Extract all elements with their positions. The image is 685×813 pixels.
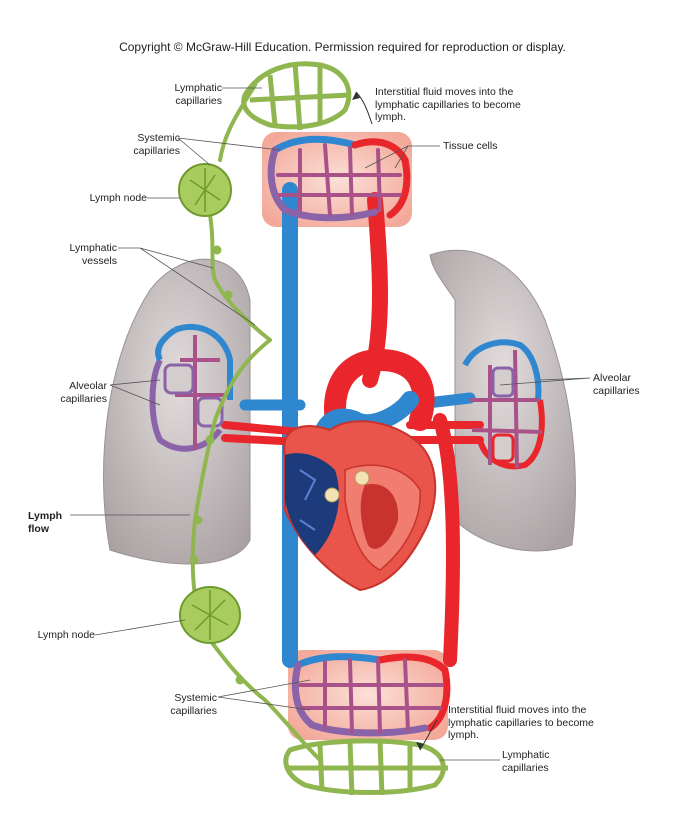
- leader-lines: [70, 87, 591, 761]
- flow-arrow-top: [355, 91, 373, 125]
- label-lymph-flow: Lymph flow: [28, 510, 63, 535]
- right-alveolar-capillaries: [462, 339, 545, 470]
- label-lymph-node-top: Lymph node: [89, 192, 147, 204]
- label-lymphatic-capillaries-top: Lymphatic capillaries: [174, 82, 222, 107]
- label-alveolar-capillaries-left: Alveolar capillaries: [60, 380, 107, 405]
- label-lymph-node-bottom: Lymph node: [37, 629, 95, 641]
- label-tissue-cells: Tissue cells: [443, 140, 498, 152]
- label-lymphatic-vessels: Lymphatic vessels: [69, 242, 117, 267]
- label-systemic-capillaries-top: Systemic capillaries: [133, 132, 180, 157]
- lymphatic-vessels: [189, 83, 322, 762]
- copyright-notice: Copyright © McGraw-Hill Education. Permi…: [119, 40, 566, 54]
- lymphatic-capillaries-bottom: [283, 738, 448, 796]
- lymphatic-capillaries-top: [241, 61, 352, 131]
- label-interstitial-top: Interstitial fluid moves into the lympha…: [375, 86, 521, 123]
- lower-capillary-network: [291, 653, 451, 737]
- heart: [283, 420, 437, 592]
- left-lung: [103, 258, 251, 565]
- label-alveolar-capillaries-right: Alveolar capillaries: [593, 372, 640, 397]
- systemic-artery: [433, 413, 460, 667]
- label-interstitial-bottom: Interstitial fluid moves into the lympha…: [448, 704, 594, 741]
- label-lymphatic-capillaries-bottom: Lymphatic capillaries: [502, 749, 550, 774]
- label-systemic-capillaries-bottom: Systemic capillaries: [170, 692, 217, 717]
- aorta: [324, 348, 435, 451]
- upper-capillary-network: [267, 135, 411, 222]
